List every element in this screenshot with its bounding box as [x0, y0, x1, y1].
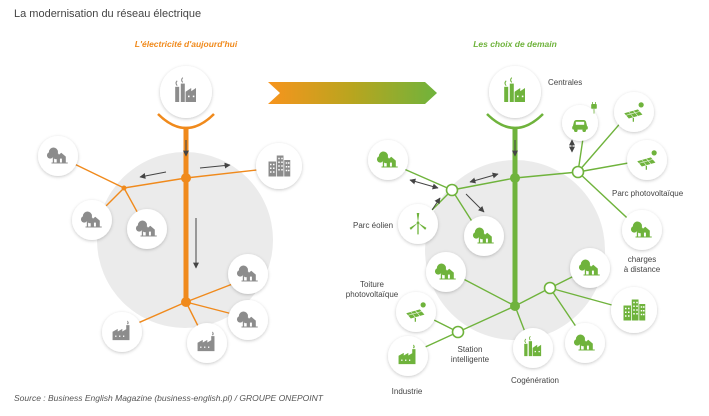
left-factory-node-2: [187, 323, 227, 363]
left-house-node-4: [228, 254, 268, 294]
left-buildings-node: [256, 143, 302, 189]
left-house-node-1: [38, 136, 78, 176]
label-centrales: Centrales: [548, 78, 582, 87]
industry-node: [388, 336, 428, 376]
left-power-plant-node: [160, 66, 212, 118]
solar-park-node: [627, 140, 667, 180]
right-house-node-5: [565, 323, 605, 363]
solar-house-node: [614, 92, 654, 132]
right-house-node-4: [570, 248, 610, 288]
right-house-node-3: [426, 252, 466, 292]
remote-load-node: [622, 210, 662, 250]
electric-car-node: [562, 105, 598, 141]
right-house-node-1: [368, 140, 408, 180]
label-industrie: Industrie: [392, 387, 423, 396]
label-toiture-line1: Toiture: [360, 280, 385, 289]
left-factory-node-1: [102, 312, 142, 352]
left-house-node-5: [228, 300, 268, 340]
left-house-node-2: [72, 200, 112, 240]
right-arrows: [409, 139, 575, 213]
right-panel-subtitle: Les choix de demain: [473, 39, 557, 49]
transition-arrow: [268, 82, 437, 104]
left-panel-subtitle: L'électricité d'aujourd'hui: [135, 39, 238, 49]
source-credit: Source : Business English Magazine (busi…: [14, 393, 324, 403]
rooftop-solar-node: [396, 292, 436, 332]
label-station-line2: intelligente: [451, 355, 490, 364]
label-toiture-line2: photovoltaïque: [346, 290, 399, 299]
right-power-plant-node: [489, 66, 541, 118]
label-charges-line2: à distance: [624, 265, 661, 274]
page-title: La modernisation du réseau électrique: [14, 8, 201, 20]
right-buildings-node: [611, 287, 657, 333]
wind-turbine-node: [398, 204, 438, 244]
label-parc-photovoltaique: Parc photovoltaïque: [612, 189, 684, 198]
label-cogeneration: Cogénération: [511, 376, 559, 385]
right-house-node-2: [464, 216, 504, 256]
label-station-line1: Station: [458, 345, 483, 354]
label-charges-line1: charges: [628, 255, 656, 264]
left-house-node-3: [127, 209, 167, 249]
left-arrows: [139, 140, 231, 269]
cogeneration-node: [513, 328, 553, 368]
label-parc-eolien: Parc éolien: [353, 221, 393, 230]
